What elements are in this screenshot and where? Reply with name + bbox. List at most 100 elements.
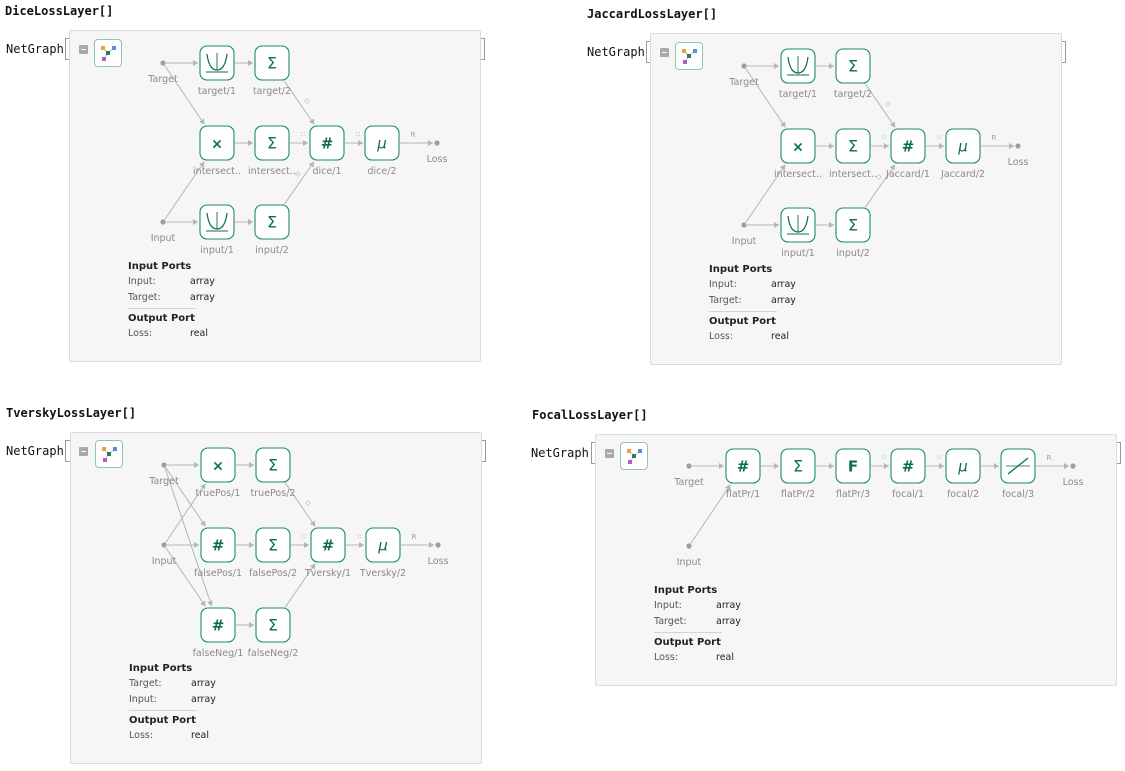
layer-node[interactable]: #Jaccard/1 bbox=[885, 128, 930, 180]
node-icon: × bbox=[211, 137, 223, 153]
edge-arrow bbox=[200, 600, 206, 607]
netgraph-head-jaccard: NetGraph bbox=[587, 45, 645, 59]
port-dot-i[interactable] bbox=[160, 219, 166, 225]
graph-icon-tversky[interactable] bbox=[95, 440, 123, 468]
collapse-button-focal[interactable] bbox=[605, 449, 614, 458]
port-dot-i[interactable] bbox=[161, 542, 167, 548]
netgraph-panel-jaccard[interactable] bbox=[650, 33, 1062, 365]
ports-header: Input Ports bbox=[128, 261, 192, 272]
layer-node[interactable]: target/1 bbox=[779, 48, 817, 100]
node-icon: # bbox=[902, 138, 915, 156]
bracket-right-focal bbox=[1116, 442, 1121, 464]
port-label: Input bbox=[677, 557, 702, 568]
node-label: target/1 bbox=[198, 86, 236, 97]
port-name: Loss: bbox=[654, 652, 679, 663]
collapse-button-tversky[interactable] bbox=[79, 447, 88, 456]
ports-divider bbox=[128, 308, 196, 309]
edge-i-n3 bbox=[745, 164, 786, 223]
cell-title-focal: FocalLossLayer[] bbox=[532, 408, 648, 422]
ports-divider bbox=[129, 710, 197, 711]
layer-node[interactable]: target/1 bbox=[198, 45, 236, 97]
edge-t-n7 bbox=[164, 467, 213, 607]
port-name: Target: bbox=[654, 616, 687, 627]
layer-node[interactable]: #Tversky/1 bbox=[304, 527, 351, 579]
layer-node[interactable]: ×truePos/1 bbox=[196, 447, 241, 499]
netgraph-panel-dice[interactable] bbox=[69, 30, 481, 362]
layer-node[interactable]: input/1 bbox=[780, 207, 816, 259]
port-dot-t[interactable] bbox=[161, 462, 167, 468]
edge-arrow bbox=[774, 222, 779, 228]
ports-header: Input Ports bbox=[709, 264, 773, 275]
cell-title-jaccard: JaccardLossLayer[] bbox=[587, 7, 718, 21]
port-name: Input: bbox=[709, 279, 737, 290]
port-name: Loss: bbox=[129, 730, 154, 741]
layer-node[interactable]: focal/3 bbox=[1000, 448, 1036, 500]
graph-icon-dice[interactable] bbox=[94, 39, 122, 67]
edge-shape-mark: R bbox=[411, 131, 416, 139]
layer-node[interactable]: input/1 bbox=[199, 204, 235, 256]
collapse-button-jaccard[interactable] bbox=[660, 48, 669, 57]
layer-node[interactable]: #flatPr/1 bbox=[725, 448, 761, 500]
port-name: Target: bbox=[128, 292, 161, 303]
port-row: Loss:real bbox=[129, 728, 319, 744]
node-label: intersect.. bbox=[193, 166, 241, 177]
graph-icon-jaccard[interactable] bbox=[675, 42, 703, 70]
node-icon: # bbox=[321, 135, 334, 153]
layer-node[interactable]: ×intersect.. bbox=[774, 128, 822, 180]
port-row: Input:array bbox=[128, 274, 318, 290]
edge-arrow bbox=[207, 600, 213, 607]
layer-node[interactable]: #dice/1 bbox=[309, 125, 345, 177]
port-name: Input: bbox=[654, 600, 682, 611]
node-icon: Σ bbox=[267, 213, 277, 232]
layer-node[interactable]: #focal/1 bbox=[890, 448, 926, 500]
port-label: Input bbox=[732, 236, 757, 247]
layer-node[interactable]: #falsePos/1 bbox=[194, 527, 242, 579]
layer-node[interactable]: #falseNeg/1 bbox=[193, 607, 244, 659]
collapse-button-dice[interactable] bbox=[79, 45, 88, 54]
edge-shape-mark: ◇ bbox=[876, 173, 882, 181]
port-dot-t[interactable] bbox=[160, 60, 166, 66]
node-icon: # bbox=[322, 537, 335, 555]
port-dot-i[interactable] bbox=[686, 543, 692, 549]
node-icon: μ bbox=[376, 135, 387, 153]
edge-arrow bbox=[994, 463, 999, 469]
port-dot-t[interactable] bbox=[741, 63, 747, 69]
edge-arrow bbox=[249, 622, 254, 628]
port-dot-t[interactable] bbox=[686, 463, 692, 469]
port-row: Input:array bbox=[654, 598, 844, 614]
port-dot-L[interactable] bbox=[1015, 143, 1021, 149]
graph-icon-focal[interactable] bbox=[620, 442, 648, 470]
port-row: Input:array bbox=[709, 277, 899, 293]
port-dot-L[interactable] bbox=[435, 542, 441, 548]
ports-header: Output Port bbox=[654, 637, 721, 648]
node-label: Jaccard/2 bbox=[940, 169, 985, 180]
port-dot-L[interactable] bbox=[434, 140, 440, 146]
port-dot-L[interactable] bbox=[1070, 463, 1076, 469]
edge-arrow bbox=[249, 462, 254, 468]
port-type: array bbox=[191, 694, 216, 705]
port-dot-i[interactable] bbox=[741, 222, 747, 228]
port-label: Loss bbox=[1063, 477, 1084, 488]
layer-node[interactable]: × intersect.. bbox=[193, 125, 241, 177]
edge-shape-mark: :: bbox=[937, 133, 942, 141]
netgraph-panel-tversky[interactable] bbox=[70, 432, 482, 764]
edge-arrow bbox=[829, 143, 834, 149]
bracket-left-tversky bbox=[65, 440, 70, 462]
